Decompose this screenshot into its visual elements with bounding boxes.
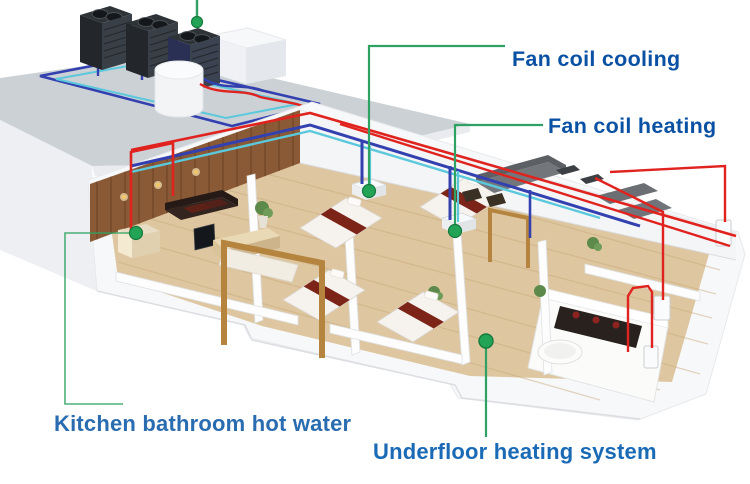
callout-rooftop-truncated <box>190 0 204 29</box>
interior-walls <box>115 173 701 376</box>
bathtub <box>537 339 583 365</box>
callout-fan-coil-heating <box>447 123 543 239</box>
callout-line <box>367 44 505 191</box>
lounge-sofa <box>476 155 566 193</box>
label-kitchen-hot-water: Kitchen bathroom hot water <box>54 411 352 436</box>
callout-line <box>64 232 136 405</box>
callout-line <box>453 123 543 231</box>
callout-kitchen-hot-water <box>64 225 144 405</box>
media-room-sofa <box>554 306 642 348</box>
callout-fan-coil-cooling <box>361 44 505 199</box>
pergola-frame-1 <box>221 239 325 358</box>
label-fan-coil-cooling: Fan coil cooling <box>512 47 680 71</box>
callout-dot-icon <box>478 333 494 349</box>
tv <box>193 223 216 251</box>
pergola-frame-2 <box>488 207 530 268</box>
label-fan-coil-heating: Fan coil heating <box>548 114 716 138</box>
bed-4 <box>376 290 460 343</box>
hot-pipes <box>129 111 737 352</box>
callout-dot-icon <box>128 225 144 241</box>
plant-icon <box>255 201 602 300</box>
living-room-sofa <box>165 190 238 220</box>
callout-dot-icon <box>447 223 463 239</box>
timber-feature-wall <box>90 110 300 242</box>
heat-pump-unit-1 <box>80 6 132 70</box>
label-underfloor-heating: Underfloor heating system <box>373 439 657 464</box>
callout-underfloor-heating <box>478 333 494 437</box>
callout-dot-icon <box>361 183 377 199</box>
lounge-chairs <box>462 165 604 207</box>
bed-1 <box>299 196 383 249</box>
callout-dot-icon <box>190 15 204 29</box>
wall-lamp-icons <box>120 168 200 201</box>
hot-water-tank <box>154 60 204 118</box>
